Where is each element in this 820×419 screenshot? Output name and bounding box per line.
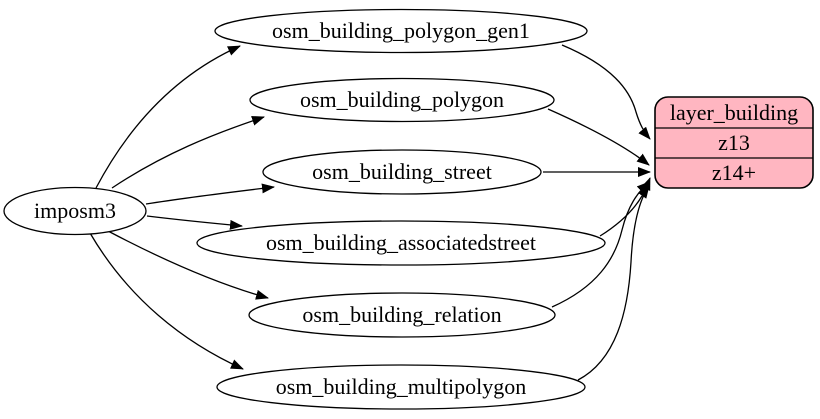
layer-building-row-z14plus: z14+: [712, 160, 756, 185]
node-osm-building-associatedstreet: osm_building_associatedstreet: [196, 220, 606, 266]
node-layer-building: layer_building z13 z14+: [654, 96, 814, 189]
node-osm-building-multipolygon: osm_building_multipolygon: [216, 364, 586, 410]
edge-osm-building-polygon-to-layer-z14: [547, 108, 650, 166]
node-osm-building-street: osm_building_street: [262, 149, 542, 195]
osm-building-polygon-ellipse: [249, 77, 555, 123]
edge-imposm3-to-osm-building-street: [145, 183, 275, 205]
osm-building-polygon-label: osm_building_polygon: [300, 87, 504, 112]
edge-osm-building-relation-to-layer-z14: [551, 181, 650, 308]
edge-imposm3-to-osm-building-polygon: [111, 116, 265, 189]
edge-imposm3-to-osm-building-associatedstreet: [146, 215, 243, 230]
edge-imposm3-to-osm-building-multipolygon: [89, 232, 244, 370]
layer-building-row-z13: z13: [718, 130, 750, 155]
osm-building-polygon-gen1-ellipse: [214, 8, 588, 54]
edge-osm-building-associatedstreet-to-layer-z14: [599, 177, 651, 237]
edge-imposm3-to-osm-building-relation: [107, 230, 269, 300]
osm-building-relation-ellipse: [248, 292, 556, 338]
osm-building-street-ellipse: [262, 149, 542, 195]
imposm3-label: imposm3: [34, 198, 116, 223]
layer-building-title: layer_building: [670, 100, 798, 125]
osm-building-associatedstreet-ellipse: [196, 220, 606, 266]
node-imposm3: imposm3: [3, 186, 147, 236]
edge-imposm3-to-osm-building-polygon-gen1: [95, 45, 241, 189]
osm-building-multipolygon-ellipse: [216, 364, 586, 410]
osm-building-relation-label: osm_building_relation: [302, 302, 501, 327]
layer-building-box: [654, 96, 814, 189]
edge-group: [89, 44, 651, 381]
edge-osm-building-multipolygon-to-layer-z14: [577, 185, 650, 381]
osm-building-polygon-gen1-label: osm_building_polygon_gen1: [272, 18, 530, 43]
osm-building-multipolygon-label: osm_building_multipolygon: [276, 374, 527, 399]
edge-osm-building-polygon-gen1-to-layer-z13: [561, 44, 651, 140]
node-osm-building-polygon: osm_building_polygon: [249, 77, 555, 123]
osm-building-associatedstreet-label: osm_building_associatedstreet: [266, 230, 536, 255]
imposm3-ellipse: [3, 186, 147, 236]
node-osm-building-relation: osm_building_relation: [248, 292, 556, 338]
node-osm-building-polygon-gen1: osm_building_polygon_gen1: [214, 8, 588, 54]
osm-building-street-label: osm_building_street: [312, 159, 492, 184]
